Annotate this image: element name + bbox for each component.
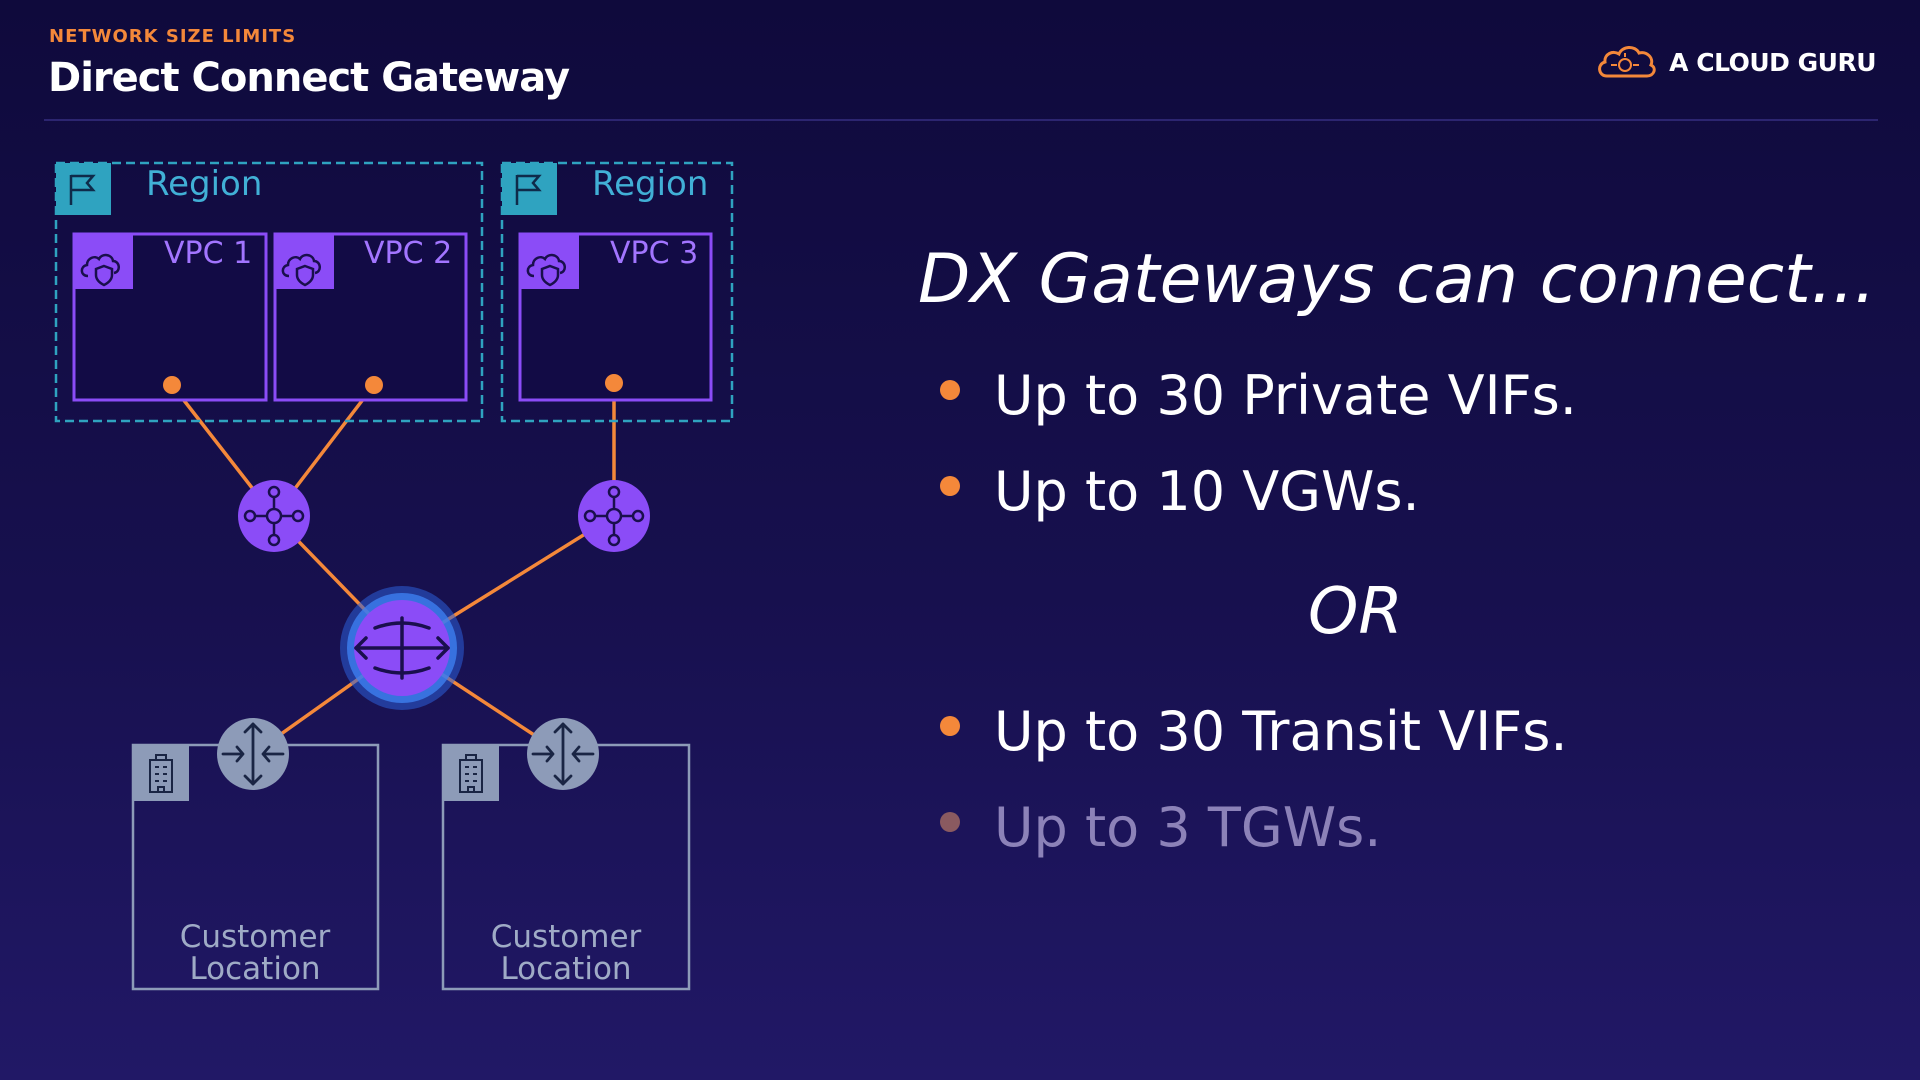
eyebrow-label: NETWORK SIZE LIMITS	[49, 26, 297, 47]
customer-location-2-label-line2: Location	[500, 951, 631, 987]
direct-connect-gateway-icon	[340, 586, 464, 710]
bullet-private-vifs: Up to 30 Private VIFs.	[940, 364, 1577, 427]
vpc-3-attachment	[605, 374, 623, 392]
vpc-3-label: VPC 3	[610, 236, 698, 271]
vpc-2: VPC 2	[273, 232, 468, 402]
customer-location-1-label-line1: Customer	[180, 919, 331, 955]
vpc-3: VPC 3	[518, 232, 713, 402]
region-1-label: Region	[146, 164, 262, 204]
bullet-transit-vifs: Up to 30 Transit VIFs.	[940, 700, 1568, 763]
customer-location-2: Customer Location	[441, 743, 691, 991]
vpc-2-label: VPC 2	[364, 236, 452, 271]
building-icon	[443, 745, 499, 801]
bullet-text: Up to 10 VGWs.	[994, 460, 1420, 523]
bullet-text: Up to 30 Private VIFs.	[994, 364, 1577, 427]
vpc-2-attachment	[365, 376, 383, 394]
router-icon	[217, 718, 289, 790]
customer-location-1: Customer Location	[131, 743, 380, 991]
vpc-1: VPC 1	[72, 232, 268, 402]
virtual-gateway-icon	[238, 480, 310, 552]
page-title: Direct Connect Gateway	[48, 55, 570, 101]
region-2-label: Region	[592, 164, 708, 204]
customer-location-1-label-line2: Location	[189, 951, 320, 987]
region-1: Region	[54, 161, 484, 423]
cloud-logo-icon	[1598, 46, 1656, 78]
bullet-dot	[940, 715, 960, 736]
virtual-gateway-icon	[578, 480, 650, 552]
vpc-1-label: VPC 1	[164, 236, 252, 271]
region-2: Region	[500, 161, 734, 423]
bullet-tgws: Up to 3 TGWs.	[940, 796, 1381, 859]
bullet-dot	[940, 811, 960, 832]
bullet-vgws: Up to 10 VGWs.	[940, 460, 1420, 523]
header-divider	[44, 119, 1878, 121]
vpc-1-attachment	[163, 376, 181, 394]
headline: DX Gateways can connect...	[918, 240, 1876, 319]
or-separator: OR	[1308, 575, 1403, 649]
brand-logo: A CLOUD GURU	[1595, 40, 1876, 84]
vpc-cloud-shield-icon	[74, 234, 133, 289]
region-flag-icon	[502, 163, 557, 215]
router-icon	[527, 718, 599, 790]
region-flag-icon	[56, 163, 111, 215]
bullet-dot	[940, 475, 960, 496]
network-diagram: Region VPC 1 VPC 2 Region	[54, 161, 734, 991]
building-icon	[133, 745, 189, 801]
bullet-dot	[940, 379, 960, 400]
bullet-text: Up to 30 Transit VIFs.	[994, 700, 1568, 763]
bullet-text: Up to 3 TGWs.	[994, 796, 1382, 859]
vpc-cloud-shield-icon	[520, 234, 579, 289]
customer-location-2-label-line1: Customer	[491, 919, 642, 955]
brand-name: A CLOUD GURU	[1669, 47, 1876, 77]
vpc-cloud-shield-icon	[275, 234, 334, 289]
